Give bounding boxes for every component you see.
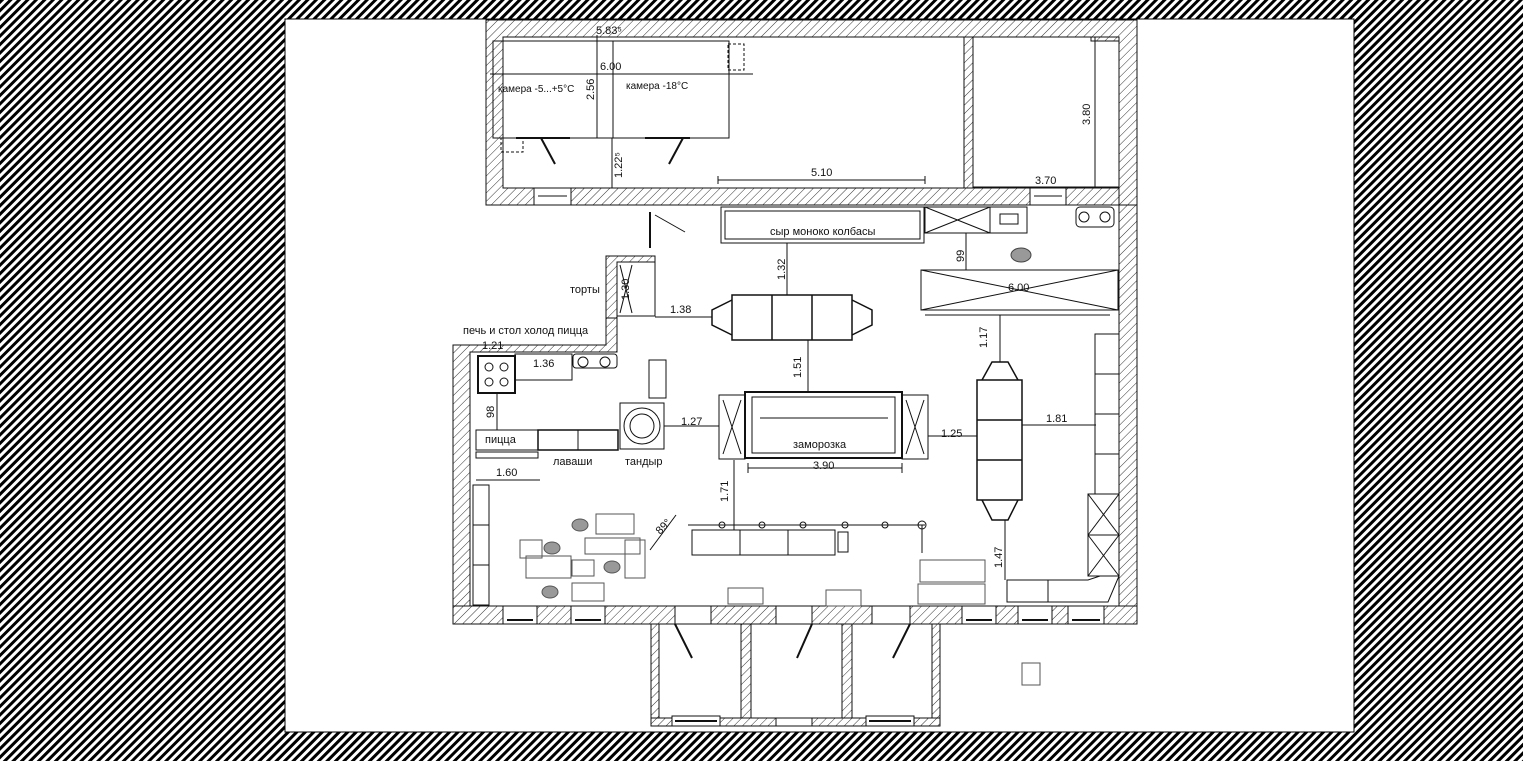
dim-label: 1.21 [482, 340, 503, 352]
lavash-label: лаваши [553, 456, 592, 468]
dim-label: 1.27 [681, 416, 702, 428]
dim-label: 6.00 [1008, 282, 1029, 294]
chamber-2-label: камера -18°С [626, 81, 688, 92]
dim-label: 1.22⁵ [613, 152, 625, 178]
cold-chambers [490, 35, 1119, 188]
dim-label: 1.25 [941, 428, 962, 440]
cheese-display-line [720, 206, 1115, 244]
left-wall-counter [472, 484, 490, 606]
dim-label: 5.10 [811, 167, 832, 179]
dim-label: 1.47 [993, 547, 1005, 568]
dim-label: 1.60 [496, 467, 517, 479]
dim-label: 1.71 [719, 481, 731, 502]
dim-label: 1.38 [670, 304, 691, 316]
right-wall-counter [1006, 333, 1120, 603]
entrance-doors [674, 605, 911, 659]
dimension-lines [476, 233, 1006, 580]
cakes-label: торты [570, 284, 600, 296]
drawing-sheet [284, 18, 1355, 733]
dim-label: 1.32 [776, 259, 788, 280]
cheese-line-label: сыр моноко колбасы [770, 226, 875, 238]
freezer-block [718, 391, 929, 473]
tandoor-label: тандыр [625, 456, 663, 468]
dimension-labels: 5.83⁵ 6.00 2.56 1.22⁵ 5.10 3.80 3.70 99 … [482, 25, 1093, 568]
top-right-counter [920, 247, 1119, 316]
dim-label: 2.56 [585, 79, 597, 100]
dim-label: 1.36 [533, 358, 554, 370]
checkout-area [649, 514, 927, 556]
dim-label: 6.00 [600, 61, 621, 73]
dim-label: 3.90 [813, 460, 834, 472]
dim-label: 98 [485, 406, 497, 418]
pizza-label: пицца [485, 434, 517, 446]
cakes-display [616, 212, 686, 317]
windows [502, 187, 1105, 727]
dim-label: 99 [955, 250, 967, 262]
pizza-station [475, 353, 719, 459]
dim-label: 3.70 [1035, 175, 1056, 187]
dim-label: 1.81 [1046, 413, 1067, 425]
chamber-1-label: камера -5...+5°С [498, 84, 574, 95]
top-island [655, 294, 873, 341]
dim-label: 1.17 [978, 327, 990, 348]
furniture-cluster [519, 513, 1041, 686]
oven-table-label: печь и стол холод пицца [463, 325, 589, 337]
dim-label: 1.30 [620, 279, 632, 300]
room-labels: камера -5...+5°С камера -18°С сыр моноко… [463, 81, 875, 468]
dim-label: 1.51 [792, 357, 804, 378]
walls [452, 19, 1138, 727]
dim-label: 3.80 [1081, 104, 1093, 125]
dim-label: 5.83⁵ [596, 25, 622, 37]
freezer-label: заморозка [793, 439, 847, 451]
